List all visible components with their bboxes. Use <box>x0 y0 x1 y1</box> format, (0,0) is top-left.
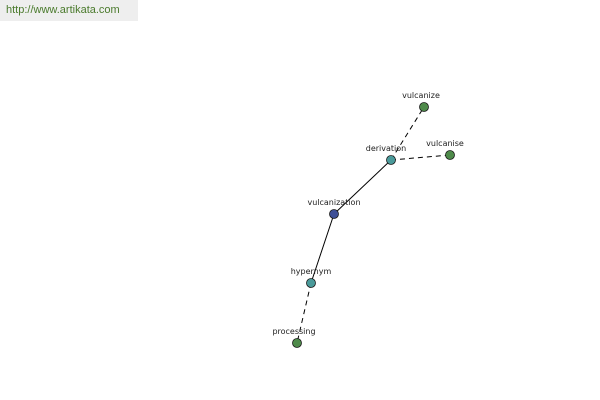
node-vulcanise[interactable]: vulcanise <box>426 139 464 160</box>
node-hypernym[interactable]: hypernym <box>291 267 332 288</box>
node-label-vulcanise: vulcanise <box>426 139 464 148</box>
edge-derivation-vulcanize <box>390 106 425 161</box>
edges-layer <box>296 106 451 344</box>
node-dot-derivation[interactable] <box>386 155 396 165</box>
edge-hypernym-processing <box>296 282 312 344</box>
node-vulcanize[interactable]: vulcanize <box>402 91 440 112</box>
node-dot-hypernym[interactable] <box>306 278 316 288</box>
edge-derivation-vulcanise <box>390 154 451 161</box>
node-label-vulcanize: vulcanize <box>402 91 440 100</box>
node-processing[interactable]: processing <box>272 327 316 348</box>
node-dot-vulcanization[interactable] <box>329 209 339 219</box>
node-derivation[interactable]: derivation <box>366 144 406 165</box>
node-label-processing: processing <box>272 327 315 336</box>
node-dot-vulcanise[interactable] <box>445 150 455 160</box>
node-label-vulcanization: vulcanization <box>307 198 360 207</box>
edge-vulcanization-derivation <box>333 159 392 215</box>
edge-vulcanization-hypernym <box>310 213 335 284</box>
node-label-derivation: derivation <box>366 144 406 153</box>
nodes-layer: vulcanization derivation hypernym vulcanize… <box>272 91 464 348</box>
node-dot-vulcanize[interactable] <box>419 102 429 112</box>
node-dot-processing[interactable] <box>292 338 302 348</box>
node-label-hypernym: hypernym <box>291 267 332 276</box>
watermark-url[interactable]: http://www.artikata.com <box>0 0 138 21</box>
node-vulcanization[interactable]: vulcanization <box>307 198 361 219</box>
